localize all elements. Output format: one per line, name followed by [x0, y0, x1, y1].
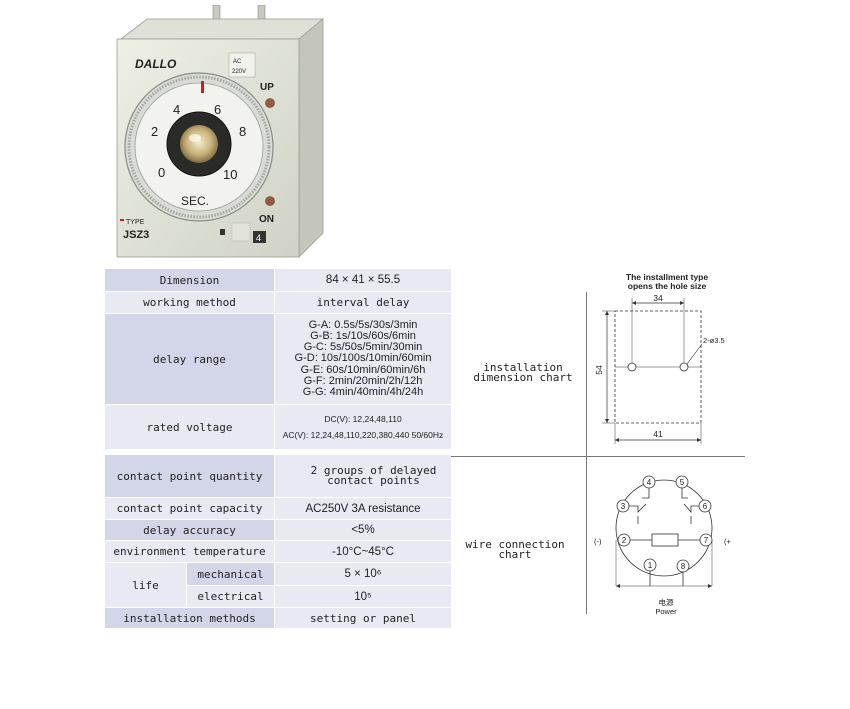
working-method-value: interval delay [274, 291, 453, 314]
power-label-cn: 电源 [659, 597, 674, 607]
dial-number-4: 4 [173, 102, 180, 117]
relay-photo: DALLO AC 220V UP 0 2 4 6 8 10 SEC. ON TY… [116, 5, 325, 258]
ac-label: AC [233, 59, 242, 65]
pin-label-5: 5 [680, 478, 685, 487]
panel-divider-horizontal [451, 456, 745, 457]
minus-terminal-label: (-) [594, 537, 602, 546]
panel-divider-vertical [586, 292, 587, 614]
installation-methods-label: installation methods [103, 607, 276, 629]
hole-size-value: 2-ø3.5 [703, 336, 725, 345]
delay-range-item: G-F: 2min/20min/2h/12h [303, 374, 423, 387]
spec-row-environment-temperature: environment temperature -10°C~45°C [103, 540, 453, 563]
delay-accuracy-label: delay accuracy [103, 519, 276, 541]
environment-temperature-value: -10°C~45°C [274, 540, 453, 563]
spec-row-contact-capacity: contact point capacity AC250V 3A resista… [103, 497, 453, 520]
height-value: 54 [594, 365, 604, 375]
ac-voltage: AC(V): 12,24,48,110,220,380,440 50/60Hz [282, 430, 444, 440]
type-label: TYPE [126, 219, 145, 226]
pin-label-7: 7 [704, 536, 709, 545]
wiring-chart-label: wire connection chart [465, 538, 565, 561]
socket-outline [615, 479, 713, 577]
spec-row-life-mechanical: life mechanical 5 × 10⁶ [104, 562, 453, 608]
working-method-label: working method [103, 291, 276, 314]
delay-range-label: delay range [103, 313, 276, 405]
rated-voltage-values: DC(V): 12,24,48,110 AC(V): 12,24,48,110,… [274, 404, 453, 450]
dial-number-8: 8 [239, 124, 246, 139]
install-title-line1: The installment type [626, 272, 708, 282]
pin-label-6: 6 [703, 502, 708, 511]
rated-voltage-label: rated voltage [103, 404, 276, 450]
pin-label-4: 4 [647, 478, 652, 487]
up-label: UP [260, 82, 274, 93]
on-label: ON [259, 214, 274, 225]
spec-table: Dimension 84 × 41 × 55.5 working method … [103, 268, 453, 629]
unit-label: SEC. [181, 194, 209, 208]
environment-temperature-label: environment temperature [103, 540, 276, 563]
voltage-label: 220V [232, 69, 246, 75]
installation-dimension-drawing: The installment type opens the hole size… [594, 272, 725, 444]
mechanical-value: 5 × 10⁶ [274, 562, 453, 586]
pin-label-1: 1 [648, 561, 653, 570]
contact-capacity-value: AC250V 3A resistance [274, 497, 453, 520]
contact-capacity-label: contact point capacity [103, 497, 276, 520]
pin-label-3: 3 [621, 502, 626, 511]
electrical-label: electrical [185, 585, 276, 608]
spec-row-dimension: Dimension 84 × 41 × 55.5 [103, 268, 453, 292]
contact-quantity-value: 2 groups of delayed contact points [274, 454, 453, 498]
spec-row-working-method: working method interval delay [103, 291, 453, 314]
delay-range-item: G-D: 10s/100s/10min/60min [294, 352, 432, 365]
delay-range-item: G-B: 1s/10s/60s/6min [310, 329, 416, 342]
delay-range-item: G-E: 60s/10min/60min/6h [300, 363, 426, 376]
up-led-icon [265, 98, 275, 108]
delay-range-item: G-C: 5s/50s/5min/30min [303, 341, 423, 354]
dial-number-10: 10 [223, 167, 237, 182]
mount-hole-right [679, 362, 689, 372]
dimension-label: Dimension [103, 268, 276, 292]
spec-row-rated-voltage: rated voltage DC(V): 12,24,48,110 AC(V):… [103, 404, 453, 450]
corner-digit: 4 [256, 233, 261, 243]
model-label: JSZ3 [123, 229, 149, 241]
relay-coil [651, 533, 679, 547]
dc-voltage: DC(V): 12,24,48,110 [324, 414, 402, 424]
spec-row-delay-accuracy: delay accuracy <5% [103, 519, 453, 541]
on-led-icon [265, 196, 275, 206]
pin-label-8: 8 [681, 562, 686, 571]
delay-accuracy-value: <5% [274, 519, 453, 541]
spec-row-installation-methods: installation methods setting or panel [103, 607, 453, 629]
dimension-value: 84 × 41 × 55.5 [274, 268, 453, 292]
delay-range-item: G-G: 4min/40min/4h/24h [302, 386, 424, 398]
power-label-en: Power [655, 607, 677, 616]
dial-number-6: 6 [214, 102, 221, 117]
delay-range-list: G-A: 0.5s/5s/30s/3min G-B: 1s/10s/60s/6m… [274, 313, 453, 405]
installation-chart-label: installation dimension chart [473, 361, 573, 384]
brand-logo: DALLO [135, 57, 177, 71]
width-bottom-value: 41 [653, 429, 663, 439]
width-top-value: 34 [653, 293, 663, 303]
spec-row-contact-quantity: contact point quantity 2 groups of delay… [103, 454, 453, 498]
dial-number-2: 2 [151, 124, 158, 139]
electrical-value: 10⁵ [274, 585, 453, 608]
delay-range-item: G-A: 0.5s/5s/30s/3min [308, 318, 418, 331]
wire-connection-drawing: 1 2 3 4 5 6 7 8 (-) (+ 电源 Power [594, 475, 731, 616]
plus-terminal-label: (+ [724, 537, 731, 546]
install-title-line2: opens the hole size [628, 281, 707, 291]
pin-label-2: 2 [622, 536, 627, 545]
installation-methods-value: setting or panel [274, 607, 453, 629]
life-label: life [104, 562, 187, 608]
contact-quantity-label: contact point quantity [103, 454, 276, 498]
mount-hole-left [627, 362, 637, 372]
mechanical-label: mechanical [185, 562, 276, 586]
dial-number-0: 0 [158, 165, 165, 180]
spec-row-delay-range: delay range G-A: 0.5s/5s/30s/3min G-B: 1… [103, 313, 453, 405]
